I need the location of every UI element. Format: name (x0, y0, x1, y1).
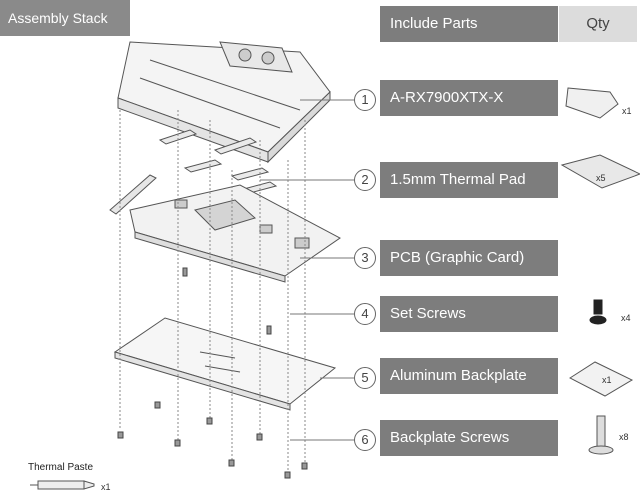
part-label-backplate-screws: Backplate Screws (380, 420, 558, 456)
qty-header: Qty (559, 6, 637, 42)
water-block-illustration (117, 41, 331, 164)
backplate-illustration (113, 317, 337, 411)
screws-illustration (117, 267, 308, 479)
part-label-pcb: PCB (Graphic Card) (380, 240, 558, 276)
callout-number-2: 2 (354, 169, 376, 191)
qty-value-backplate: x1 (602, 375, 612, 385)
page-title: Assembly Stack (0, 0, 130, 36)
qty-thumbnail-set-screw (589, 299, 607, 325)
thermal-paste-syringe-illustration (30, 480, 95, 490)
part-label-backplate: Aluminum Backplate (380, 358, 558, 394)
qty-value-water-block: x1 (622, 106, 632, 116)
thermal-paste-qty: x1 (101, 482, 111, 492)
qty-value-set-screws: x4 (621, 313, 631, 323)
alignment-lines (119, 110, 306, 470)
thermal-paste-label: Thermal Paste (28, 462, 94, 473)
qty-thumbnail-backplate-screw (588, 415, 614, 455)
callout-number-5: 5 (354, 367, 376, 389)
qty-thumbnail-water-block (565, 87, 619, 119)
part-label-water-block: A-RX7900XTX-X (380, 80, 558, 116)
callout-number-4: 4 (354, 303, 376, 325)
part-label-set-screws: Set Screws (380, 296, 558, 332)
callout-number-1: 1 (354, 89, 376, 111)
qty-value-backplate-screws: x8 (619, 432, 629, 442)
qty-thumbnail-thermal-pad (560, 154, 640, 189)
leader-lines (260, 99, 354, 441)
callout-number-6: 6 (354, 429, 376, 451)
qty-value-thermal-pad: x5 (596, 173, 606, 183)
part-label-thermal-pad: 1.5mm Thermal Pad (380, 162, 558, 198)
include-parts-header: Include Parts (380, 6, 558, 42)
qty-thumbnail-backplate (568, 361, 634, 397)
callout-number-3: 3 (354, 247, 376, 269)
